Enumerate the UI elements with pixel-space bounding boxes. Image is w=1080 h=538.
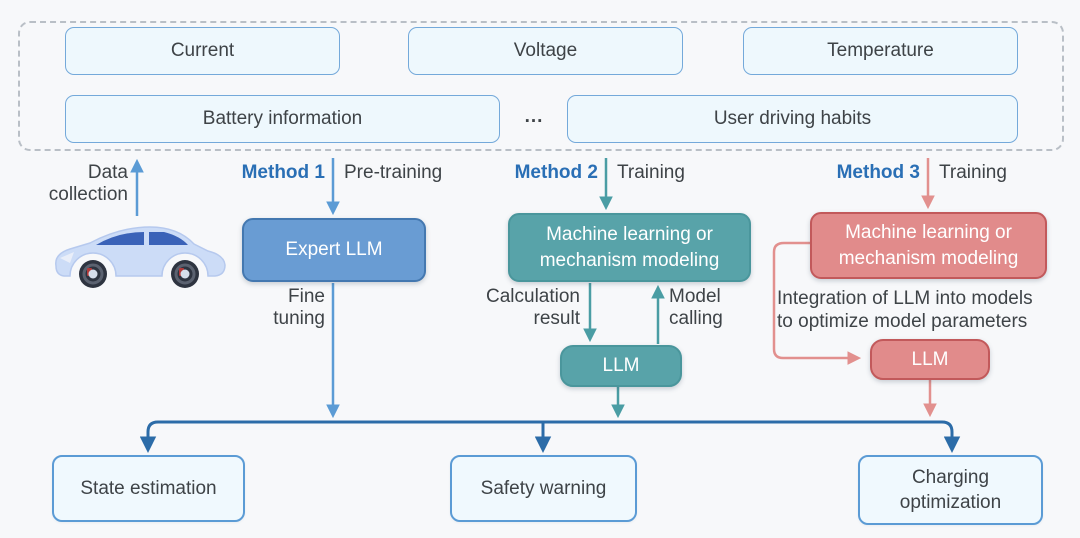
model-calling-label: Model calling: [669, 286, 779, 330]
box-temperature: Temperature: [743, 27, 1018, 75]
box-current: Current: [65, 27, 340, 75]
method3-name: Method 3: [836, 162, 920, 183]
data-collection-line2: collection: [48, 184, 128, 205]
car-rear-window: [96, 232, 144, 245]
data-sources-frame: [18, 21, 1064, 151]
method2-model-line1: Machine learning or: [546, 223, 713, 245]
box-current-label: Current: [170, 40, 235, 61]
box-battery-information-label: Battery information: [202, 108, 363, 129]
box-voltage: Voltage: [408, 27, 683, 75]
red-llm-box: LLM: [870, 339, 990, 380]
method1-arrow-label: Pre-training: [344, 162, 443, 183]
data-collection-line1: Data: [87, 162, 128, 183]
method2-name: Method 2: [514, 162, 598, 183]
integration-note-line2: to optimize model parameters: [777, 311, 1028, 332]
box-user-driving-habits: User driving habits: [567, 95, 1018, 143]
box-voltage-label: Voltage: [513, 40, 578, 61]
teal-llm-box: LLM: [560, 345, 682, 387]
method1-name: Method 1: [241, 162, 325, 183]
data-collection-label: Data collection: [18, 162, 128, 206]
car-rear-wheel: [79, 260, 107, 288]
data-sources-ellipsis: ...: [524, 106, 544, 127]
method3-model-line2: mechanism modeling: [838, 247, 1019, 269]
box-temperature-label: Temperature: [827, 40, 934, 61]
state-estimation-label: State estimation: [80, 478, 217, 499]
distribution-line: [146, 420, 954, 445]
state-estimation-box: State estimation: [52, 455, 245, 522]
model-calling-line1: Model: [669, 286, 721, 307]
box-user-driving-habits-label: User driving habits: [713, 108, 872, 129]
teal-llm-label: LLM: [602, 355, 640, 376]
calculation-result-line1: Calculation: [486, 286, 580, 307]
red-llm-label: LLM: [911, 348, 949, 370]
integration-note: Integration of LLM into models to optimi…: [777, 287, 1072, 333]
fine-tuning-line1: Fine: [288, 286, 325, 307]
model-calling-line2: calling: [669, 308, 723, 329]
fine-tuning-line2: tuning: [273, 308, 325, 329]
expert-llm-box: Expert LLM: [242, 218, 426, 282]
method3-arrow-label: Training: [939, 162, 1007, 183]
method3-model-box: Machine learning or mechanism modeling: [810, 212, 1047, 279]
car-front-window: [149, 232, 188, 245]
safety-warning-label: Safety warning: [480, 478, 607, 499]
method2-model-box: Machine learning or mechanism modeling: [508, 213, 751, 282]
safety-warning-box: Safety warning: [450, 455, 637, 522]
charging-optimization-box: Charging optimization: [858, 455, 1043, 525]
car-illustration: [55, 226, 226, 288]
charging-optimization-label: Charging optimization: [899, 467, 1002, 513]
car-front-wheel: [171, 260, 199, 288]
fine-tuning-label: Fine tuning: [225, 286, 325, 330]
car-body: [55, 226, 226, 277]
car-headlight: [60, 252, 74, 263]
integration-note-line1: Integration of LLM into models: [777, 288, 1033, 309]
box-battery-information: Battery information: [65, 95, 500, 143]
calculation-result-line2: result: [533, 308, 580, 329]
method3-model-line1: Machine learning or: [845, 221, 1012, 243]
calculation-result-label: Calculation result: [440, 286, 580, 330]
method2-arrow-label: Training: [617, 162, 685, 183]
expert-llm-label: Expert LLM: [285, 239, 383, 260]
method2-model-line2: mechanism modeling: [539, 249, 720, 271]
